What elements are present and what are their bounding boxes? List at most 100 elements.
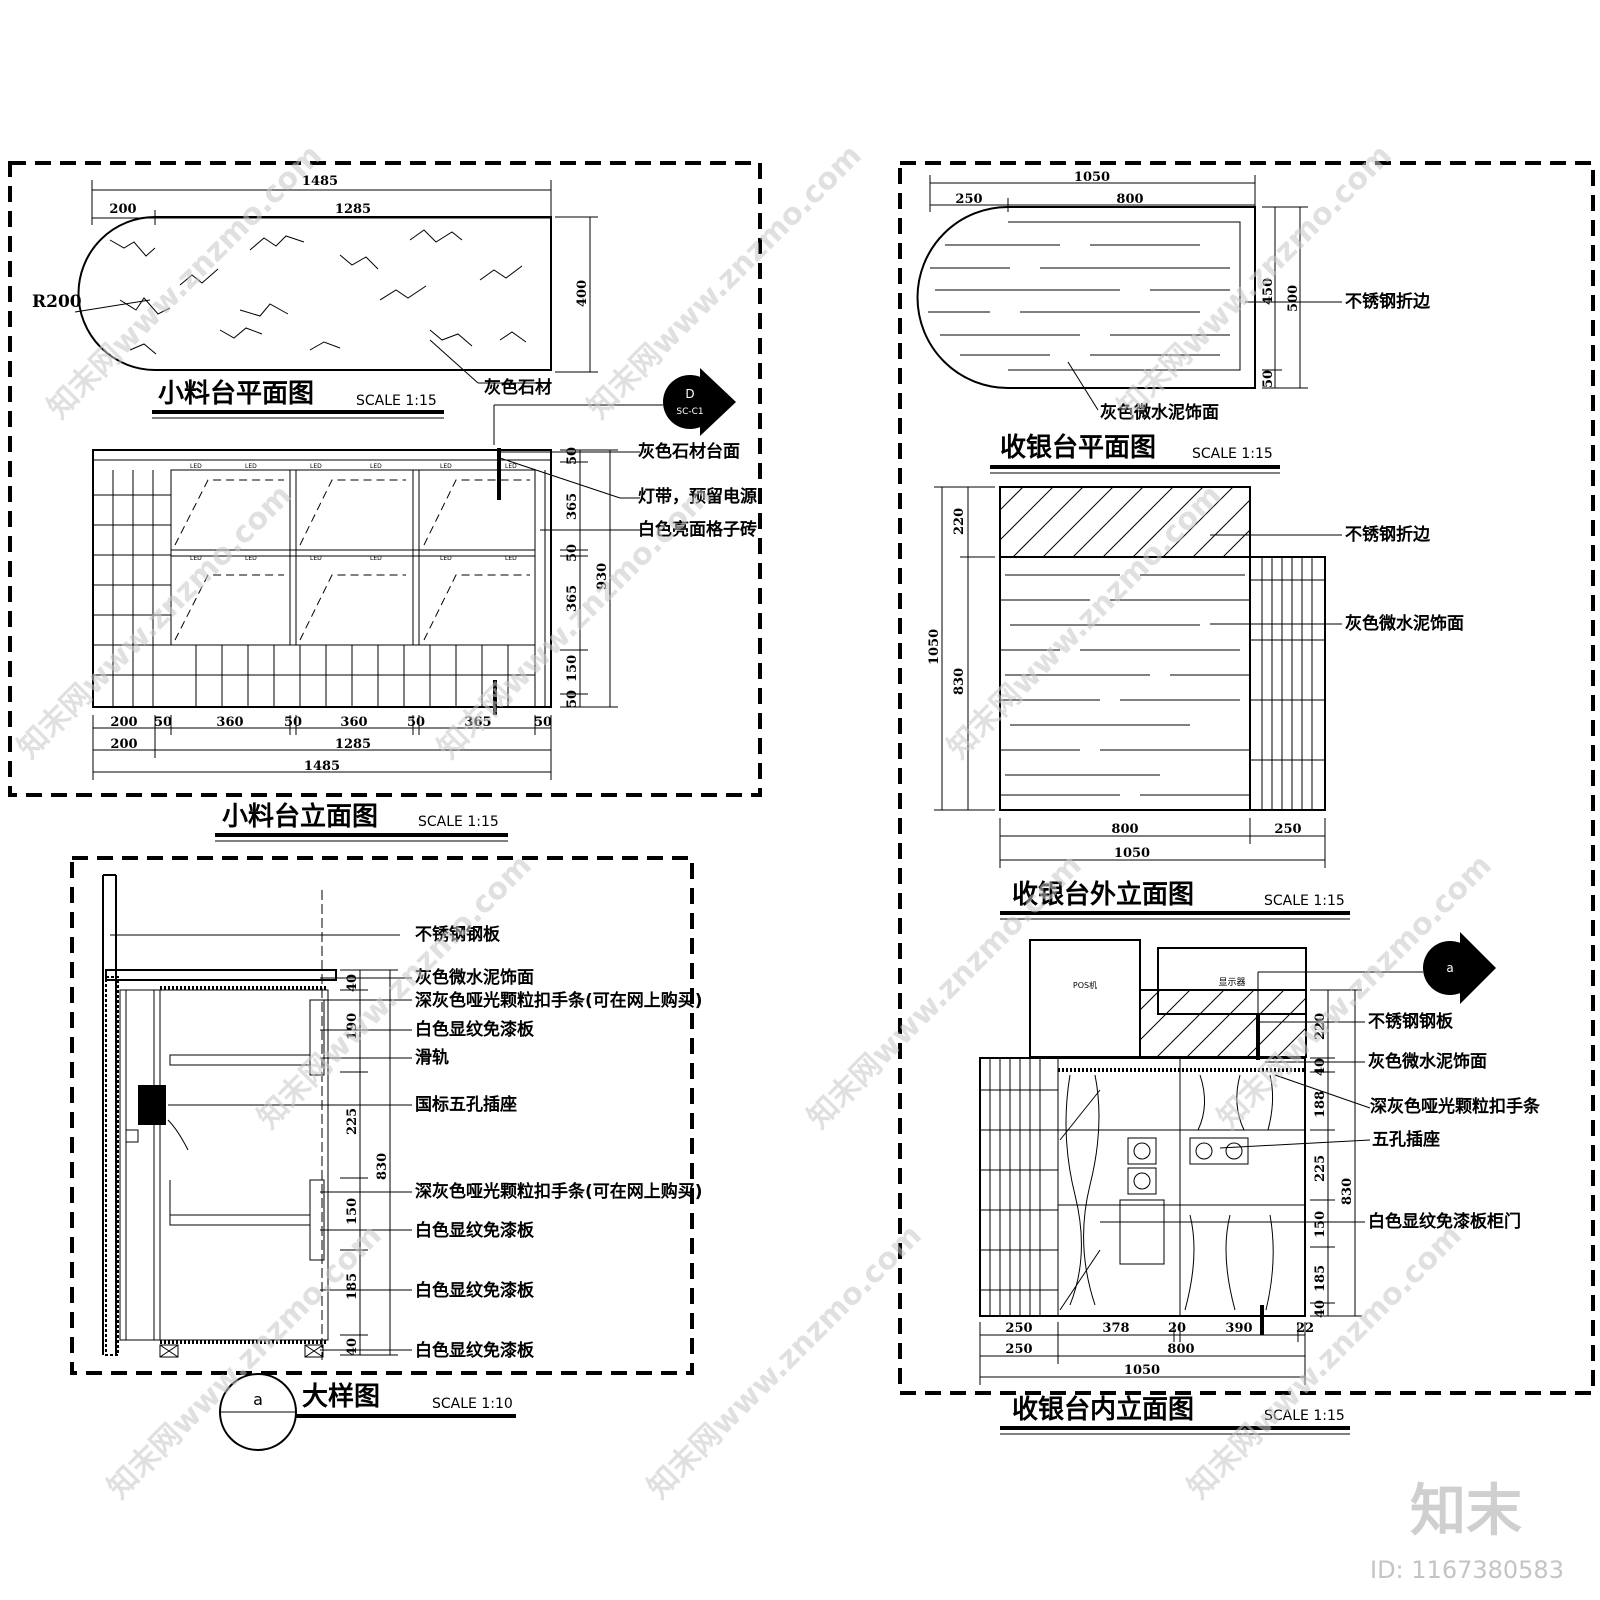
cash-inner-note-1: 不锈钢钢板 xyxy=(1368,1011,1454,1032)
scale-small-elev: SCALE 1:15 xyxy=(418,814,499,830)
monitor-device xyxy=(1157,947,1307,1015)
cash-plan-dim-left: 250 xyxy=(955,192,982,207)
small-elev-dim-b1-5: 360 xyxy=(340,715,367,730)
detail-title-block: a xyxy=(219,1373,297,1451)
cash-inner-note-3: 深灰色哑光颗粒扣手条 xyxy=(1370,1096,1541,1117)
cash-outer-dim-b1: 800 xyxy=(1111,822,1138,837)
watermark-8: 知末网www.znzmo.com xyxy=(801,848,1089,1136)
cash-inner-dim-r6: 185 xyxy=(1313,1265,1328,1292)
small-elev-dim-b1-8: 50 xyxy=(534,715,552,730)
section-callout-d: D SC-C1 xyxy=(493,368,736,500)
cash-inner-dim-r3: 188 xyxy=(1313,1091,1328,1118)
detail-leaders xyxy=(168,977,412,1351)
brand-watermark: 知末 xyxy=(1410,1479,1522,1544)
title-cash-outer: 收银台外立面图 xyxy=(1012,879,1194,910)
radius-label: R200 xyxy=(32,292,82,312)
detail-note-5: 滑轨 xyxy=(415,1047,449,1068)
led-label-8: LED xyxy=(245,555,257,562)
note-led-strip: 灯带，预留电源 xyxy=(638,486,757,507)
cash-inner-dim-b1-2: 378 xyxy=(1102,1321,1129,1336)
scale-cash-plan: SCALE 1:15 xyxy=(1192,446,1273,462)
watermark-10: 知末网www.znzmo.com xyxy=(101,1218,389,1506)
id-watermark: ID: 1167380583 xyxy=(1370,1556,1564,1584)
cash-outer-dim-total: 1050 xyxy=(927,629,942,665)
title-cash-inner: 收银台内立面图 xyxy=(1012,1394,1194,1425)
small-plan-dim-left: 200 xyxy=(109,202,136,217)
cash-outer-note-steel: 不锈钢折边 xyxy=(1345,524,1431,545)
small-elev-dim-b1-1: 200 xyxy=(110,715,137,730)
note-stone-top: 灰色石材台面 xyxy=(638,441,740,462)
cash-plan-note-cement: 灰色微水泥饰面 xyxy=(1100,402,1219,423)
cash-inner-dim-r4: 225 xyxy=(1313,1155,1328,1182)
small-elev-dim-r5: 150 xyxy=(565,655,580,682)
cash-plan-note-steel: 不锈钢折边 xyxy=(1345,291,1431,312)
small-elev-leaders xyxy=(499,451,640,531)
cash-inner-dim-b1-3: 20 xyxy=(1168,1321,1186,1336)
small-elev-dim-b1-2: 50 xyxy=(154,715,172,730)
callout-d-sheet: SC-C1 xyxy=(676,407,703,417)
cash-plan-dim-r1: 450 xyxy=(1261,278,1276,305)
cash-inner-dim-b2-1: 250 xyxy=(1005,1342,1032,1357)
title-small-plan: 小料台平面图 xyxy=(158,378,314,409)
detail-right-dims xyxy=(321,890,398,1360)
small-plan-dim-right: 1285 xyxy=(335,202,371,217)
watermark-6: 知末网www.znzmo.com xyxy=(941,478,1229,766)
cash-outer-note-cement: 灰色微水泥饰面 xyxy=(1345,613,1464,634)
detail-dim-r1: 40 xyxy=(345,974,360,992)
small-elev-dim-r6: 50 xyxy=(565,690,580,708)
cash-outer-elev xyxy=(999,486,1342,811)
small-elev-right-dims xyxy=(560,449,618,708)
cash-inner-dim-r5: 150 xyxy=(1313,1211,1328,1238)
detail-dim-r5: 185 xyxy=(345,1273,360,1300)
led-label-2: LED xyxy=(245,463,257,470)
tile-grid xyxy=(93,470,546,707)
small-elev-dim-r1: 50 xyxy=(565,447,580,465)
small-elev-dim-r3: 50 xyxy=(565,544,580,562)
scale-detail: SCALE 1:10 xyxy=(432,1396,513,1412)
cash-inner-dim-b3: 1050 xyxy=(1124,1363,1160,1378)
detail-note-2: 灰色微水泥饰面 xyxy=(415,967,534,988)
detail-note-8: 白色显纹免漆板 xyxy=(415,1220,535,1241)
section-callout-a: a xyxy=(1257,932,1496,1015)
note-grey-stone: 灰色石材 xyxy=(484,377,552,398)
marble-veins xyxy=(109,229,527,355)
cash-inner-bottom-dims xyxy=(979,1322,1306,1385)
note-white-tile: 白色亮面格子砖 xyxy=(638,519,757,540)
led-label-5: LED xyxy=(440,463,452,470)
cash-plan-shape xyxy=(916,206,1342,411)
cash-outer-dim-l1: 220 xyxy=(952,508,967,535)
led-label-11: LED xyxy=(440,555,452,562)
detail-note-7: 深灰色哑光颗粒扣手条(可在网上购买) xyxy=(415,1181,703,1202)
title-detail: 大样图 xyxy=(302,1381,380,1412)
small-elev-bottom-dims xyxy=(92,715,552,780)
watermark-12: 知末网www.znzmo.com xyxy=(1181,1218,1469,1506)
cash-inner-note-5: 白色显纹免漆板柜门 xyxy=(1368,1211,1521,1232)
watermark-2: 知末网www.znzmo.com xyxy=(581,138,869,426)
small-elev-dim-b1-6: 50 xyxy=(407,715,425,730)
cash-outer-dim-b2: 250 xyxy=(1274,822,1301,837)
detail-note-4: 白色显纹免漆板 xyxy=(415,1019,535,1040)
pos-label: POS机 xyxy=(1073,980,1097,990)
cash-inner-right-dims xyxy=(1310,989,1362,1317)
cash-inner-dim-b2-2: 800 xyxy=(1167,1342,1194,1357)
detail-note-1: 不锈钢钢板 xyxy=(415,924,501,945)
cash-inner-elev: POS机 显示器 xyxy=(979,939,1307,1335)
frame-cashier xyxy=(898,161,1595,1395)
detail-note-3: 深灰色哑光颗粒扣手条(可在网上购买) xyxy=(415,990,703,1011)
cash-inner-note-4: 五孔插座 xyxy=(1372,1129,1440,1150)
title-cash-plan: 收银台平面图 xyxy=(1000,432,1156,463)
detail-bubble: a xyxy=(253,1390,263,1409)
led-label-3: LED xyxy=(310,463,322,470)
cash-inner-leaders xyxy=(1100,1021,1371,1223)
cash-inner-note-2: 灰色微水泥饰面 xyxy=(1368,1051,1487,1072)
scale-cash-outer: SCALE 1:15 xyxy=(1264,893,1345,909)
detail-note-10: 白色显纹免漆板 xyxy=(415,1340,535,1361)
scale-small-plan: SCALE 1:15 xyxy=(356,393,437,409)
callout-d-letter: D xyxy=(685,387,694,401)
cash-outer-dim-b3: 1050 xyxy=(1114,846,1150,861)
small-plan-shape: R200 灰色石材 xyxy=(32,216,552,398)
small-elev-dim-b1-7: 365 xyxy=(464,715,491,730)
cash-plan-dims xyxy=(929,175,1308,389)
led-label-6: LED xyxy=(505,463,517,470)
